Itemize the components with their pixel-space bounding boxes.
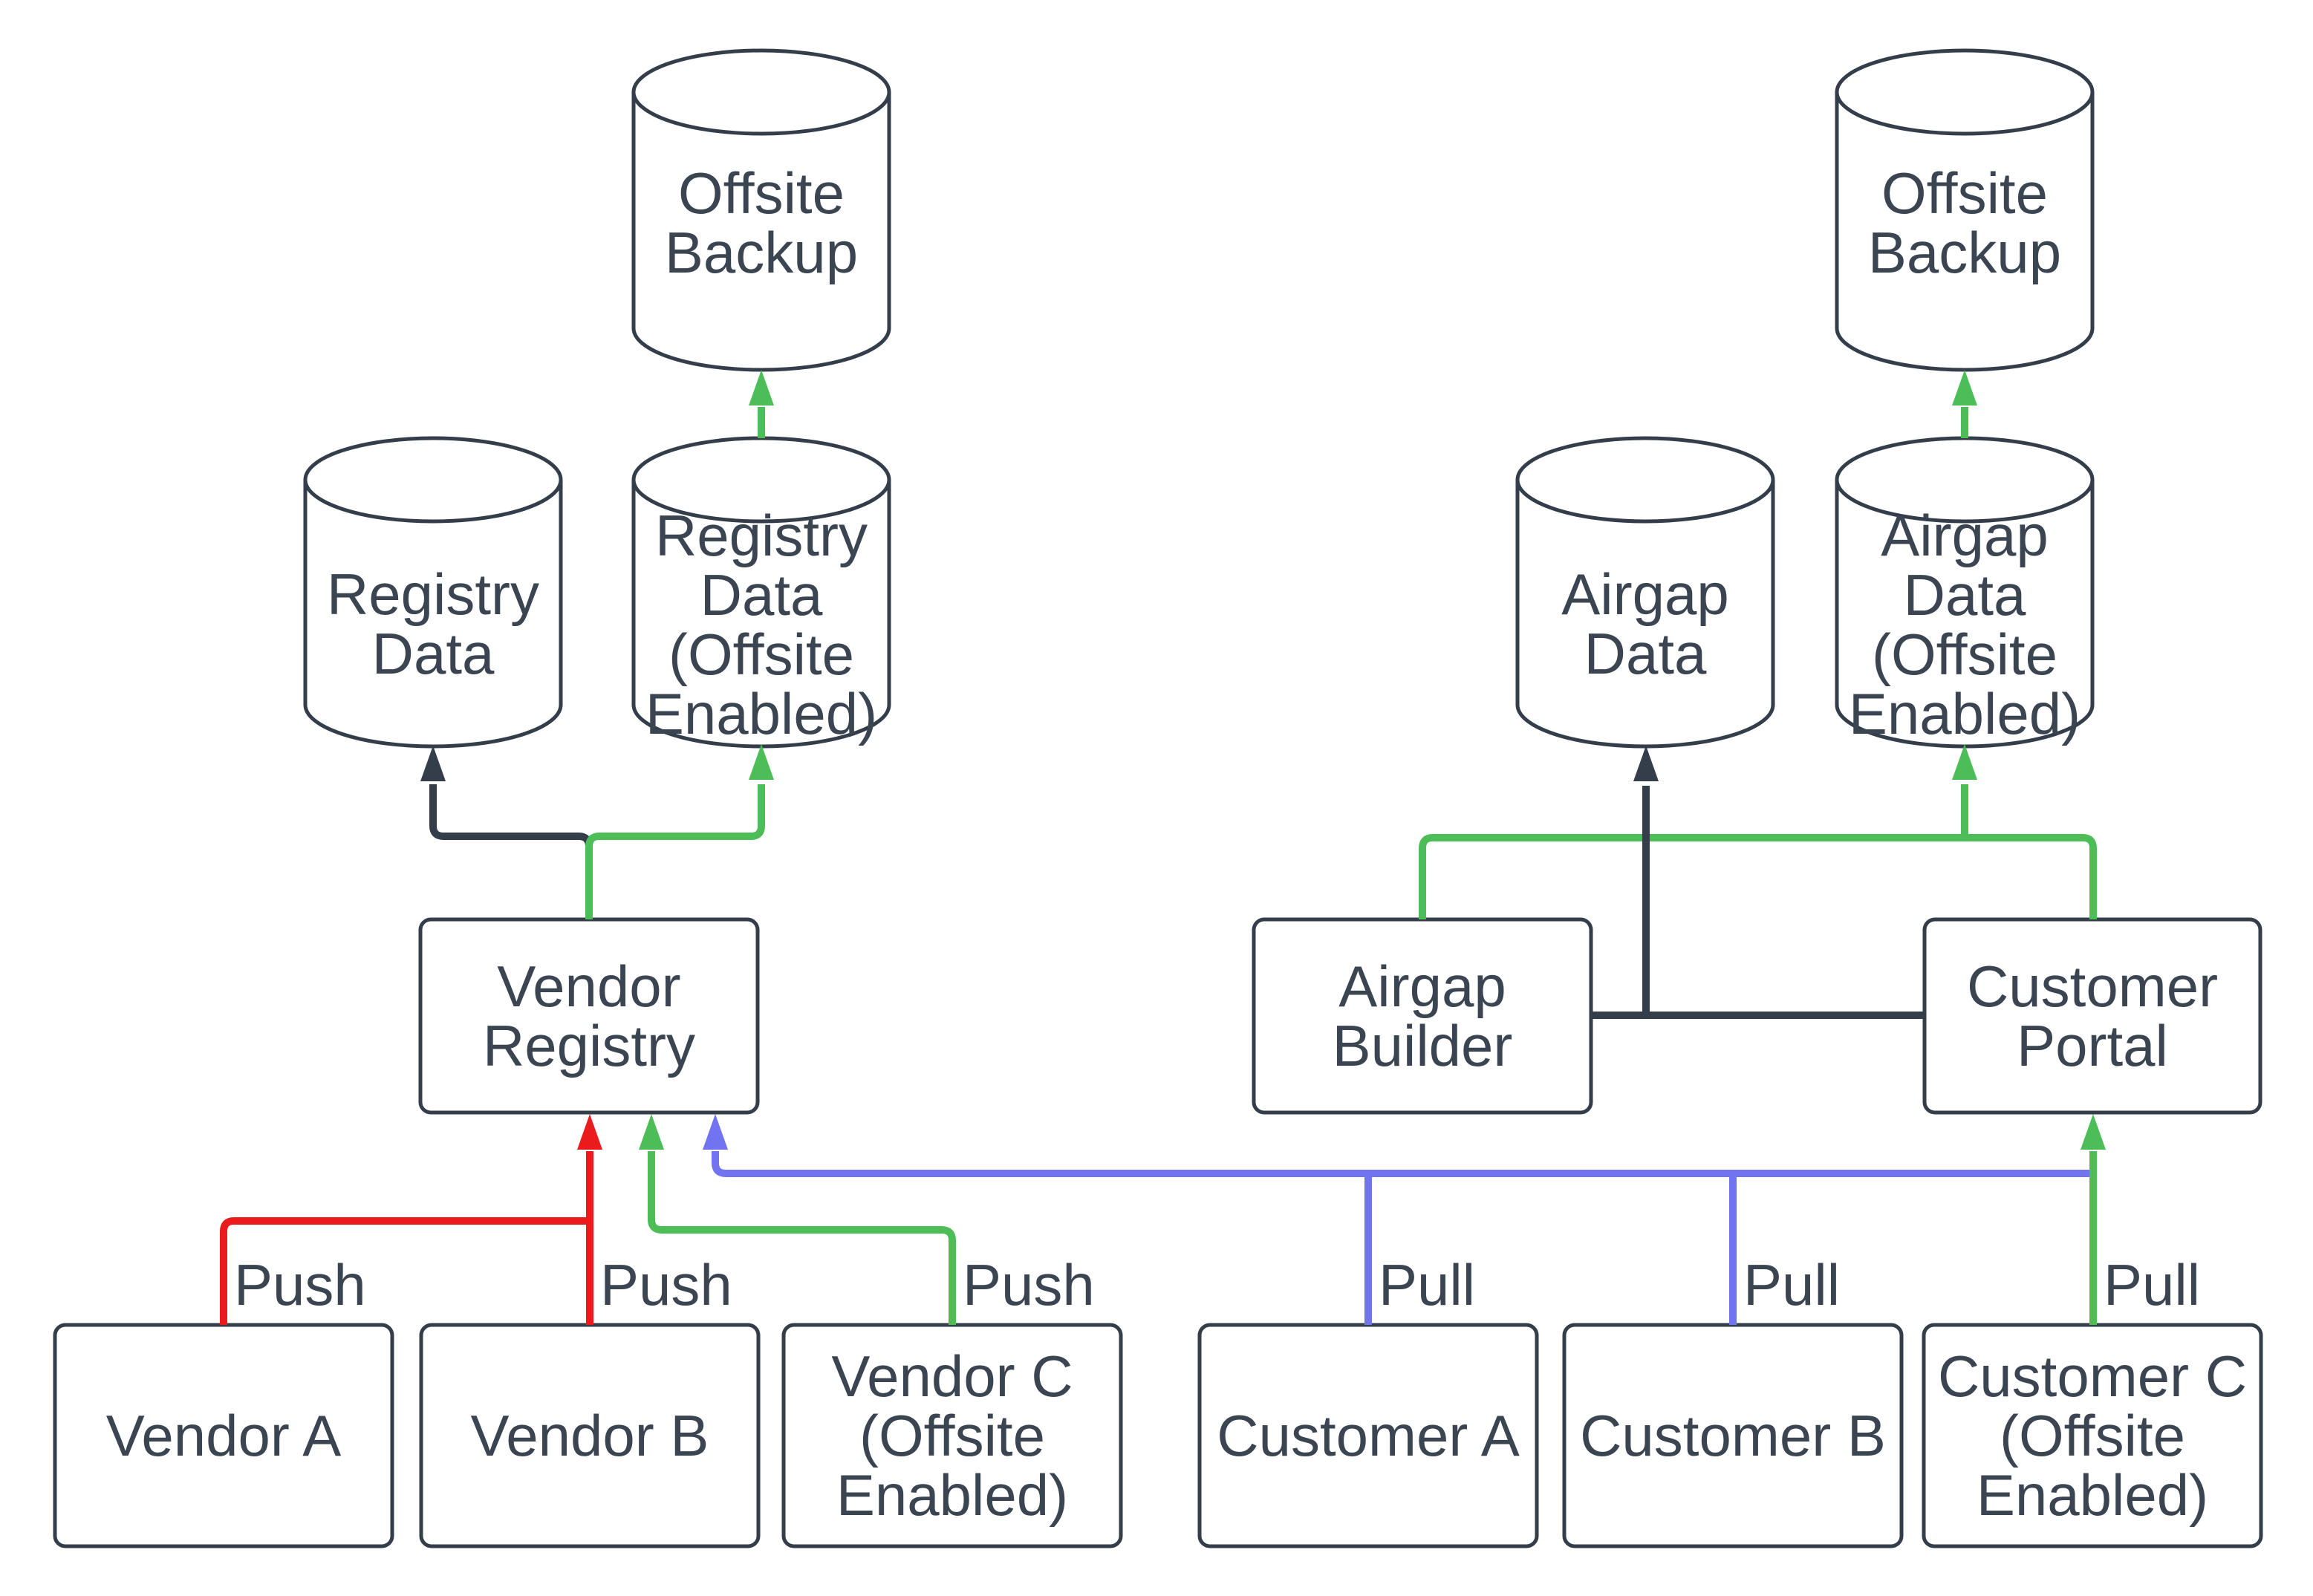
vendor-c-box <box>781 1323 1123 1548</box>
offsite-backup-left-cylinder <box>631 48 891 372</box>
airgap-data-cylinder <box>1515 436 1775 749</box>
customer-c-box <box>1922 1323 2263 1548</box>
edge-vendor-c-push <box>648 1151 956 1325</box>
edge-builder-portal-green <box>1419 834 2097 919</box>
arrowhead-registry-data-offsite <box>749 744 774 780</box>
edge-registry-to-registry-data <box>429 784 593 876</box>
arrowhead-airgap-data <box>1633 746 1659 781</box>
arrowhead-backup-right <box>1952 370 1977 405</box>
arrowhead-airgap-offsite <box>1952 744 1977 780</box>
arrowhead-pull-blue <box>703 1114 728 1150</box>
vendor-registry-box <box>418 917 760 1115</box>
offsite-backup-right-cylinder <box>1835 48 2095 372</box>
customer-a-box <box>1197 1323 1539 1548</box>
arrowhead-registry-data <box>420 746 446 781</box>
arrowhead-push-red <box>577 1114 602 1150</box>
registry-data-offsite-cylinder <box>631 436 891 749</box>
arrowhead-push-green <box>639 1114 664 1150</box>
edge-registry-to-registry-data-offsite <box>585 784 765 919</box>
edge-pull-horizontal <box>712 1151 2093 1177</box>
airgap-builder-box <box>1252 917 1593 1115</box>
arrowhead-pull-green <box>2081 1114 2106 1150</box>
vendor-a-box <box>53 1323 394 1548</box>
arrowhead-backup-left <box>749 370 774 405</box>
customer-portal-box <box>1922 917 2262 1115</box>
registry-data-cylinder <box>303 436 563 749</box>
airgap-data-offsite-cylinder <box>1835 436 2095 749</box>
vendor-b-box <box>419 1323 761 1548</box>
edge-vendor-a-push <box>220 1217 586 1325</box>
customer-b-box <box>1562 1323 1904 1548</box>
